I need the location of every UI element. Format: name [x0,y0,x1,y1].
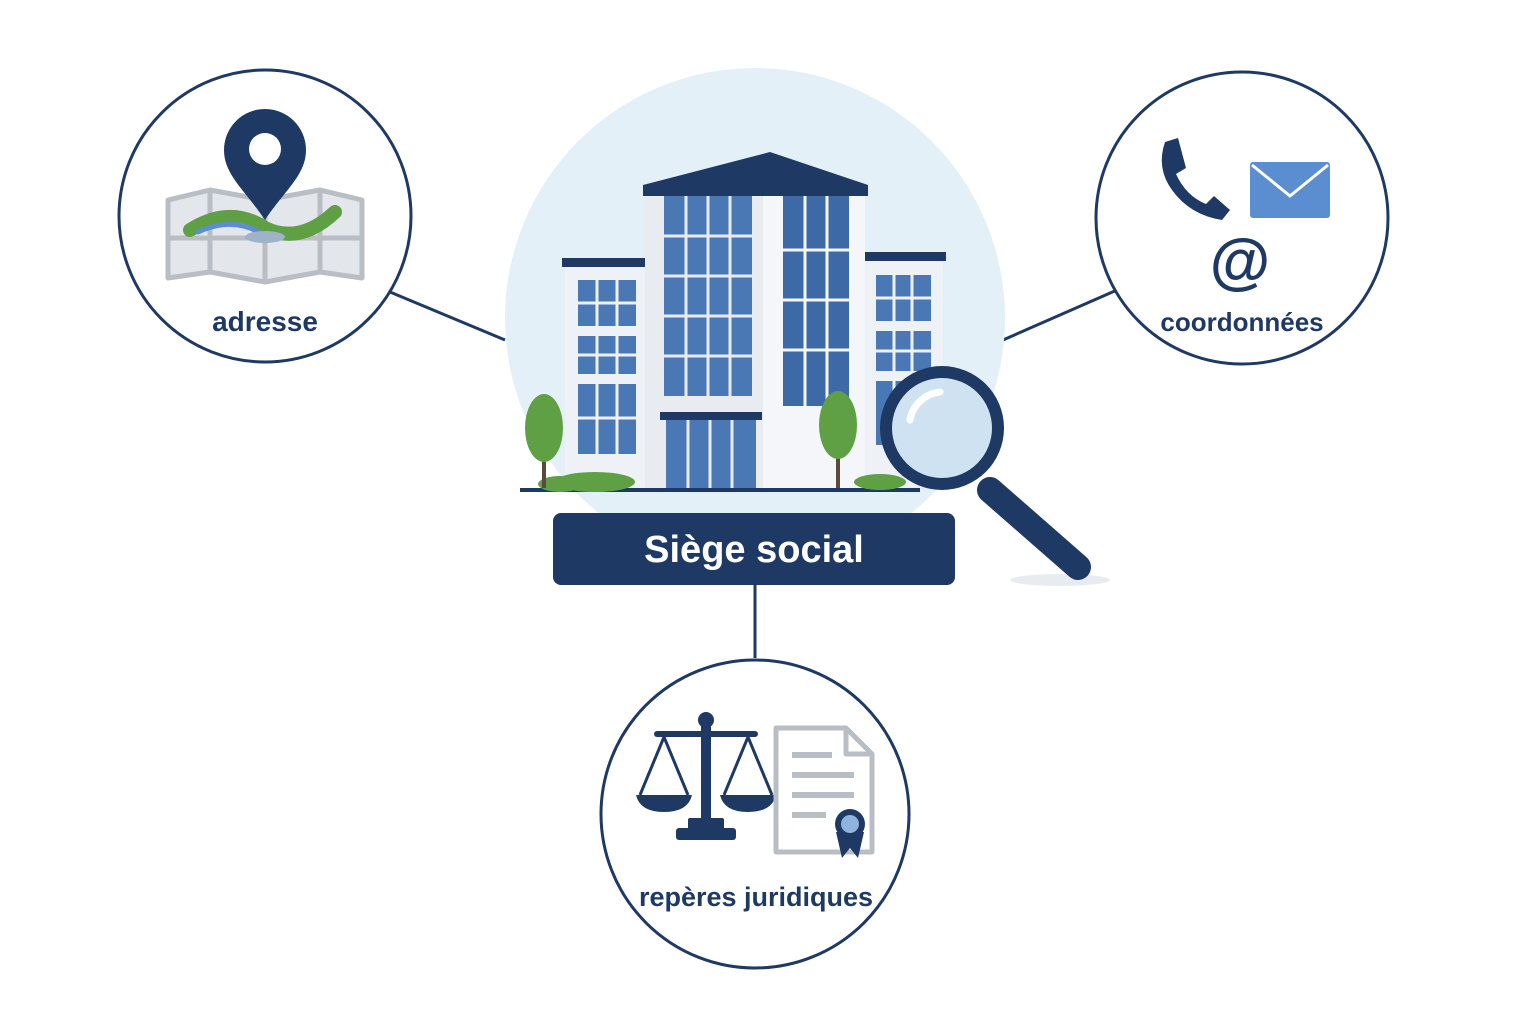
node-legal-label: repères juridiques [639,882,873,912]
scales-icon [636,712,776,840]
node-legal: repères juridiques [599,658,911,970]
node-address: adresse [117,68,413,364]
magnifier-icon [880,366,1110,586]
certificate-icon [773,725,875,858]
map-pin-icon [224,109,306,220]
connector-address [389,290,506,342]
center-label-text: Siège social [644,529,864,571]
map-icon [165,187,365,285]
node-contact-label: coordonnées [1160,307,1323,337]
connectors [389,288,1118,658]
connector-contact [1002,288,1118,342]
node-address-label: adresse [212,306,318,337]
node-contact: @ coordonnées [1094,70,1390,366]
building-icon [520,152,946,492]
at-icon: @ [1210,227,1270,296]
envelope-icon [1250,162,1330,218]
center-label: Siège social [553,513,955,585]
phone-icon [1161,138,1230,220]
